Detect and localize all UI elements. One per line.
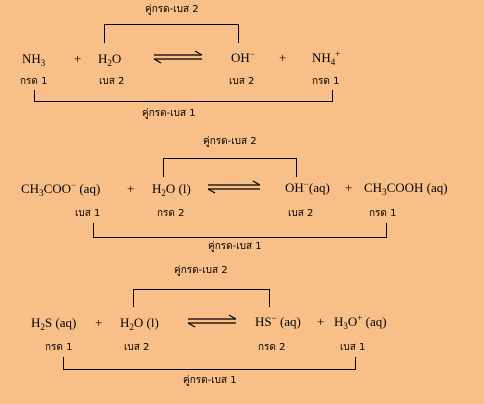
r1-pair-top-bracket xyxy=(104,24,239,43)
r3-plus-2: + xyxy=(317,314,325,329)
r3-hs: HS− (aq) xyxy=(255,313,301,329)
r1-label-oh: เบส 2 xyxy=(229,76,255,87)
r2-h2o: H2O (l) xyxy=(152,181,191,198)
r1-nh4: NH4+ xyxy=(312,49,341,67)
r3-label-h2o: เบส 2 xyxy=(124,342,150,353)
r2-label-acid: กรด 1 xyxy=(369,208,397,219)
r1-h2o: H2O xyxy=(98,51,122,68)
r1-pair-bottom-label: คู่กรด-เบส 1 xyxy=(142,108,196,119)
r3-label-h3o: เบส 1 xyxy=(340,342,366,353)
r2-label-acetate: เบส 1 xyxy=(75,208,101,219)
r1-pair-top-label: คู่กรด-เบส 2 xyxy=(145,4,199,15)
r3-label-hs: กรด 2 xyxy=(258,342,286,353)
r3-plus-1: + xyxy=(95,315,103,330)
r3-pair-bottom-bracket xyxy=(63,357,356,370)
r2-acetate: CH3COO− (aq) xyxy=(21,180,101,198)
r2-pair-top-label: คู่กรด-เบส 2 xyxy=(203,136,257,147)
r3-h2o: H2O (l) xyxy=(120,315,159,332)
r1-nh3: NH3 xyxy=(22,51,46,68)
r1-label-nh3: กรด 1 xyxy=(20,76,48,87)
r2-plus-1: + xyxy=(127,181,135,196)
r3-pair-bottom-label: คู่กรด-เบส 1 xyxy=(183,375,237,386)
r1-label-nh4: กรด 1 xyxy=(312,76,340,87)
r1-pair-bottom-bracket xyxy=(34,90,333,102)
r1-plus-2: + xyxy=(279,50,287,65)
r3-pair-top-label: คู่กรด-เบส 2 xyxy=(174,265,228,276)
r1-equilibrium-arrow-icon xyxy=(153,50,203,64)
r3-h3o: H3O+ (aq) xyxy=(334,313,387,331)
r1-oh: OH− xyxy=(231,49,255,65)
r3-label-h2s: กรด 1 xyxy=(45,342,73,353)
r1-plus-1: + xyxy=(74,51,82,66)
r2-pair-top-bracket xyxy=(163,158,297,177)
r3-h2s: H2S (aq) xyxy=(31,315,77,332)
r2-acetic-acid: CH3COOH (aq) xyxy=(364,180,448,197)
r2-equilibrium-arrow-icon xyxy=(207,180,261,194)
r2-oh: OH−(aq) xyxy=(285,179,330,195)
r3-equilibrium-arrow-icon xyxy=(187,314,237,328)
r2-pair-bottom-label: คู่กรด-เบส 1 xyxy=(208,241,262,252)
r3-pair-top-bracket xyxy=(133,289,270,307)
r2-plus-2: + xyxy=(345,180,353,195)
r2-pair-bottom-bracket xyxy=(93,223,387,238)
r1-label-h2o: เบส 2 xyxy=(99,76,125,87)
r2-label-oh: เบส 2 xyxy=(288,208,314,219)
r2-label-h2o: กรด 2 xyxy=(157,208,185,219)
